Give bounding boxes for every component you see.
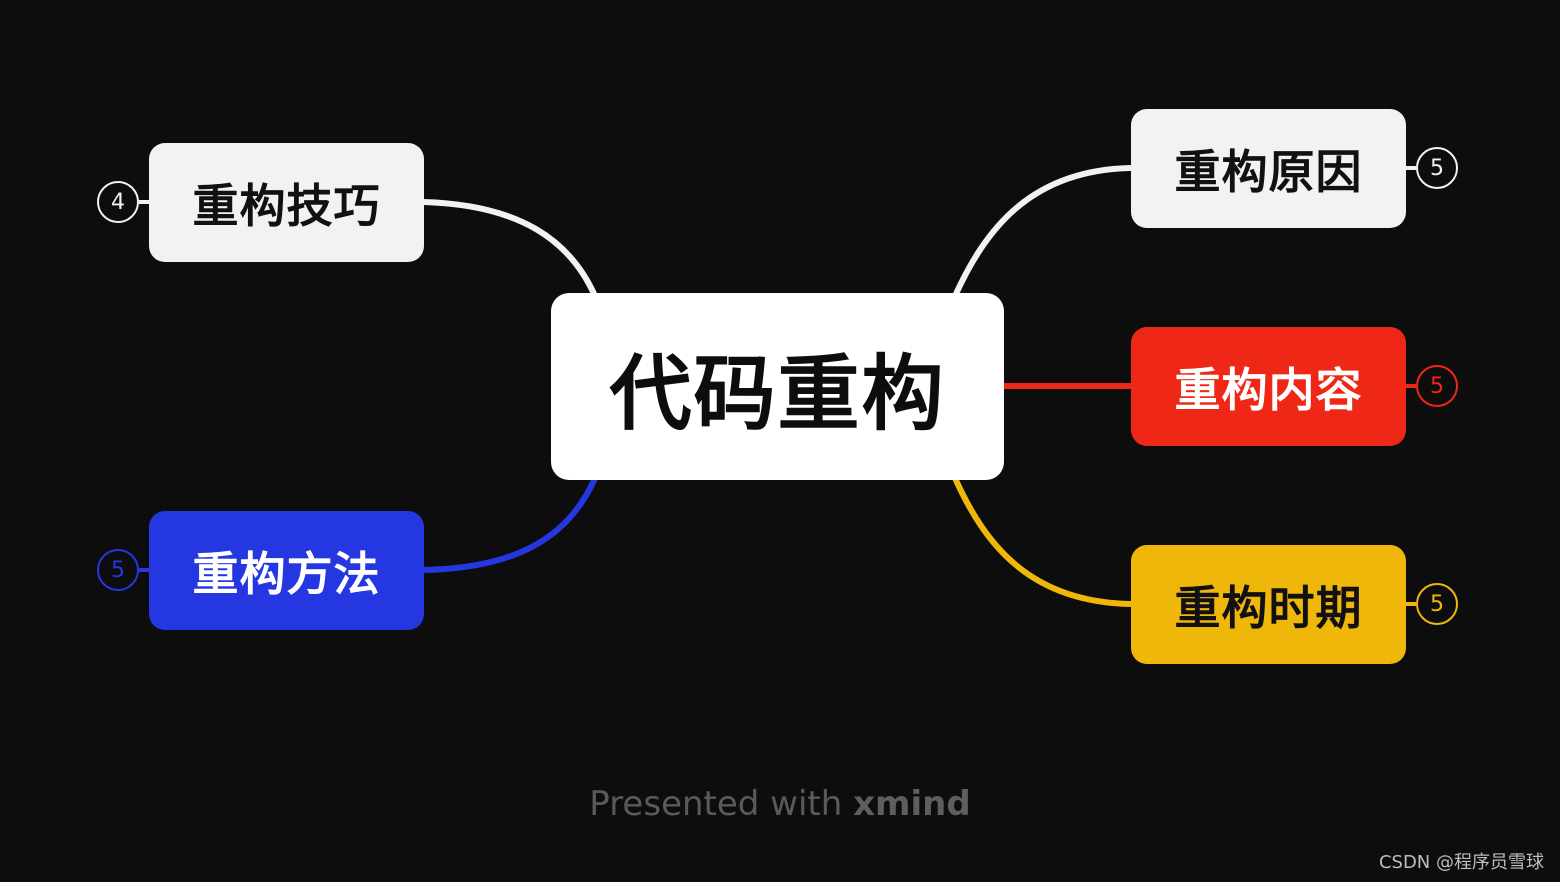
collapsed-count-badge-content[interactable]: 5 <box>1416 365 1458 407</box>
xmind-logo-text: xmind <box>853 784 971 824</box>
topic-refactoring-skills[interactable]: 重构技巧 <box>149 143 424 262</box>
collapsed-count-badge-reasons[interactable]: 5 <box>1416 147 1458 189</box>
topic-refactoring-timing[interactable]: 重构时期 <box>1131 545 1406 664</box>
collapsed-count-badge-timing[interactable]: 5 <box>1416 583 1458 625</box>
topic-refactoring-methods[interactable]: 重构方法 <box>149 511 424 630</box>
topic-refactoring-reasons[interactable]: 重构原因 <box>1131 109 1406 228</box>
csdn-watermark: CSDN @程序员雪球 <box>1378 852 1544 873</box>
connector-timing <box>952 476 1132 607</box>
collapsed-count-badge-skills[interactable]: 4 <box>97 181 139 223</box>
connector-methods <box>423 476 598 573</box>
footer-prefix: Presented with <box>589 784 854 824</box>
collapsed-count-badge-methods[interactable]: 5 <box>97 549 139 591</box>
connector-skills <box>423 199 598 298</box>
connector-reasons <box>952 165 1132 298</box>
topic-refactoring-content[interactable]: 重构内容 <box>1131 327 1406 446</box>
central-topic[interactable]: 代码重构 <box>551 293 1004 480</box>
presented-with-footer: Presented with xmind <box>0 784 1560 824</box>
